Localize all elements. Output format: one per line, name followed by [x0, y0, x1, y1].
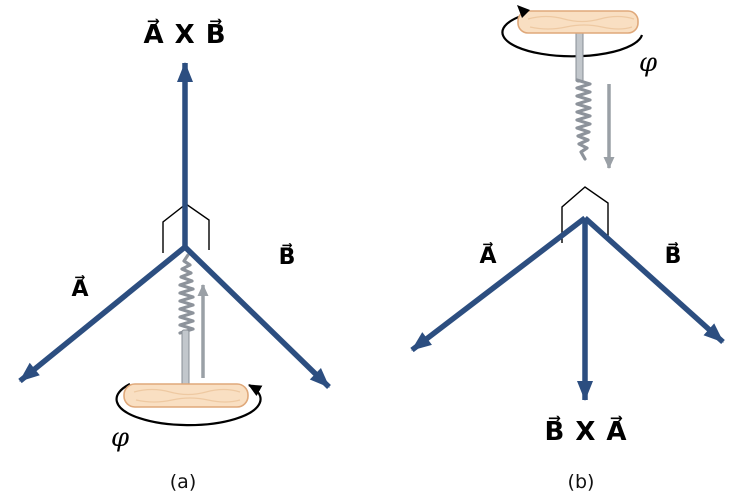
- vector-a-label: A⃗: [71, 275, 88, 302]
- rotation-arrow: [115, 383, 263, 427]
- rotation-arrow: [501, 13, 644, 58]
- panel-caption: (a): [170, 471, 196, 493]
- perpendicular-marker: [561, 186, 609, 243]
- vector-b-arrow: [583, 215, 725, 345]
- corkscrew-spiral: [178, 253, 195, 335]
- panel-b: A⃗ B⃗ φ B⃗ X A⃗ (b): [410, 5, 725, 493]
- vector-b-label: B⃗: [279, 243, 296, 270]
- vector-a-arrow: [410, 215, 587, 353]
- panel-a: A⃗ X B⃗ A⃗ B⃗ φ (a): [18, 18, 331, 493]
- vector-b-label: B⃗: [665, 242, 682, 269]
- corkscrew-shaft: [575, 29, 584, 83]
- handle-woodgrain: [133, 388, 241, 396]
- angle-phi-label: φ: [639, 48, 658, 78]
- vector-a-label: A⃗: [479, 242, 496, 269]
- cross-product-label: B⃗ X A⃗: [544, 415, 627, 447]
- angle-phi-label: φ: [111, 423, 130, 453]
- corkscrew-handle: [517, 10, 639, 34]
- vector-a-arrow: [18, 244, 187, 384]
- cross-product-label: A⃗ X B⃗: [143, 18, 226, 50]
- handle-woodgrain: [527, 15, 635, 23]
- rotation-arrowhead: [517, 5, 530, 18]
- vector-b-arrow: [183, 245, 331, 389]
- corkscrew-handle: [123, 383, 249, 408]
- panel-caption: (b): [568, 471, 595, 493]
- corkscrew-spiral: [575, 78, 592, 161]
- handle-woodgrain: [135, 397, 241, 403]
- corkscrew-shaft: [181, 329, 190, 389]
- handle-woodgrain: [529, 24, 633, 30]
